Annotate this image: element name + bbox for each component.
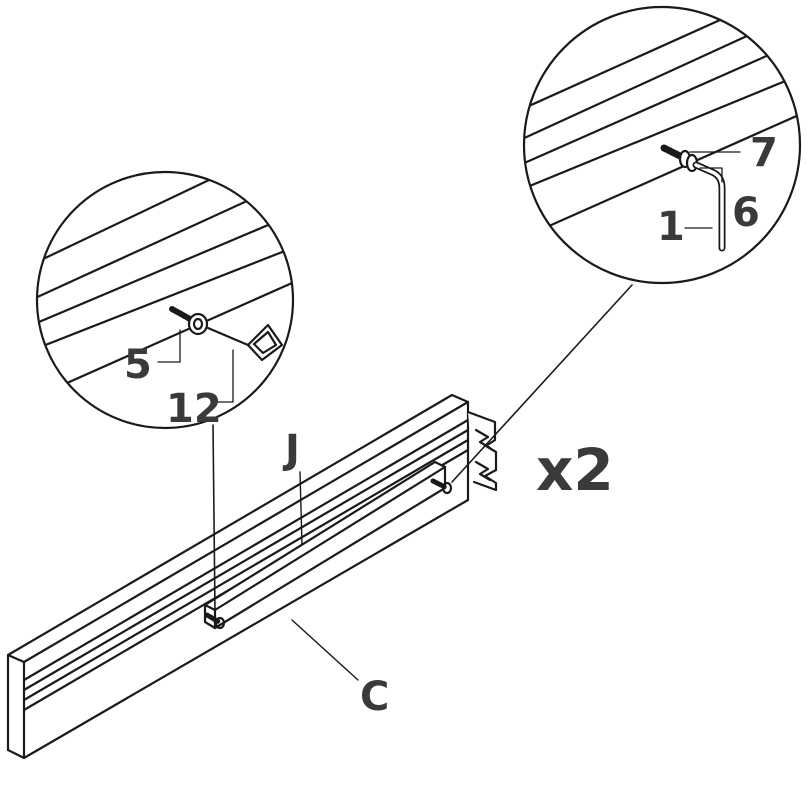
detail-circle-left [35, 170, 295, 430]
bolt-right [430, 478, 453, 495]
label-5: 5 [124, 342, 152, 388]
label-6: 6 [732, 190, 760, 236]
label-c: C [360, 674, 389, 720]
leader-line-right [451, 284, 633, 483]
label-1: 1 [657, 204, 685, 250]
wall-bracket [466, 410, 498, 492]
leader-line-c [291, 619, 359, 681]
multiplier-label: x2 [536, 436, 614, 504]
bolt-left [204, 612, 226, 630]
panel-c [6, 393, 470, 760]
leader-line-j [299, 471, 303, 546]
leader-line-left [212, 424, 216, 613]
label-j: J [282, 427, 300, 473]
label-12: 12 [166, 386, 222, 432]
detail-circle-right [522, 5, 802, 285]
label-7: 7 [750, 130, 778, 176]
